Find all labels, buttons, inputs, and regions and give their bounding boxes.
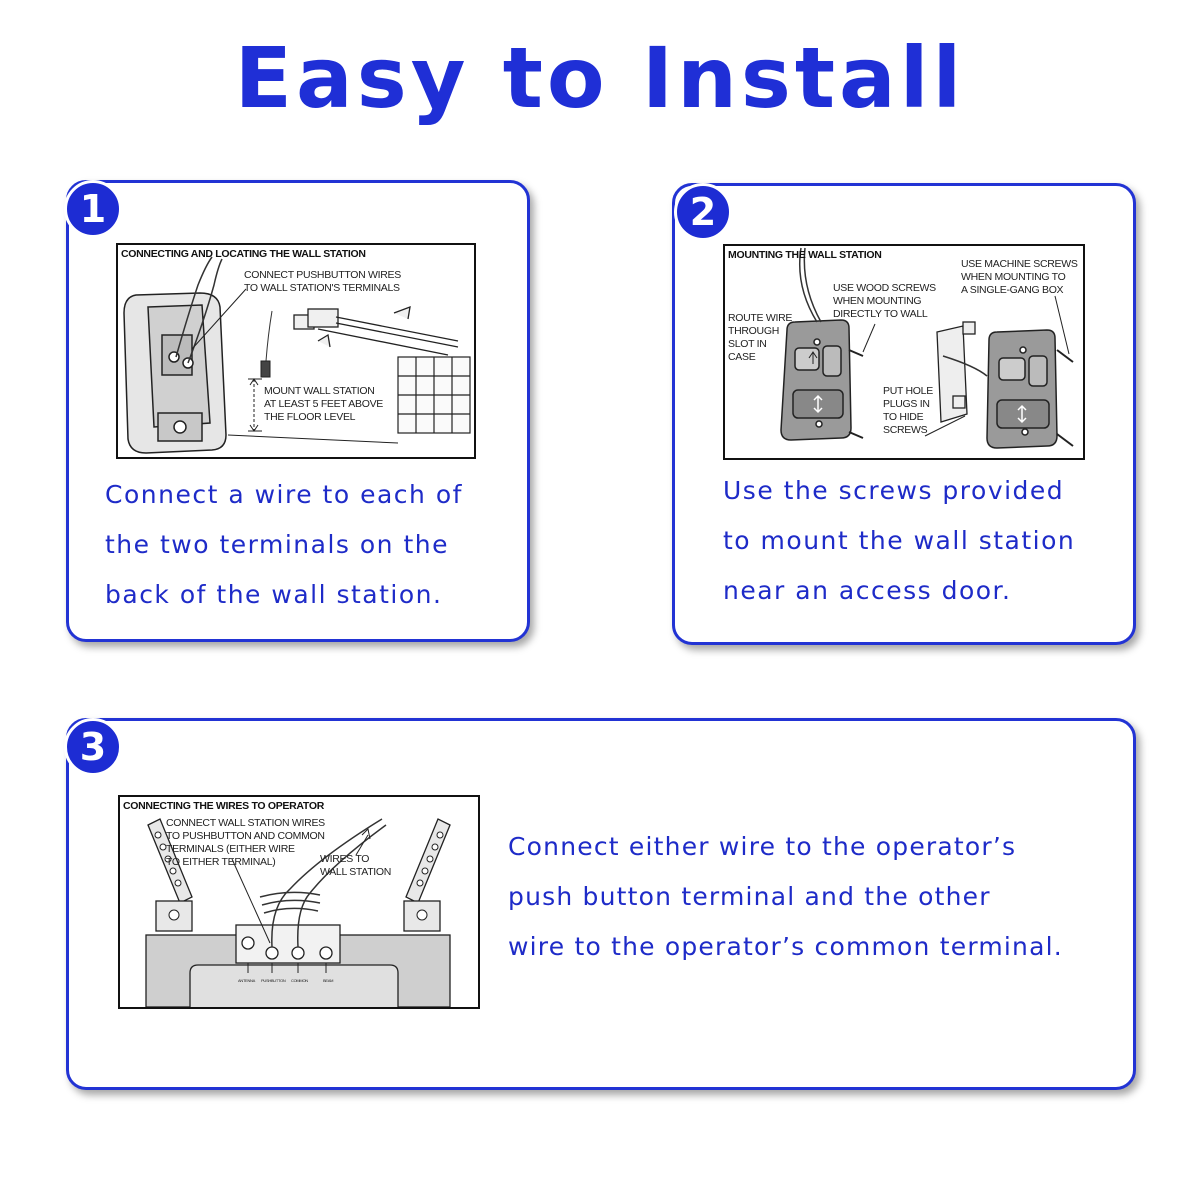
step-2-diagram-title: MOUNTING THE WALL STATION [728,249,882,261]
step-2-callout-wood-screws: USE WOOD SCREWS WHEN MOUNTING DIRECTLY T… [833,282,936,320]
terminal-label-pushbutton: PUSHBUTTON [261,978,286,983]
step-2-instructions: Use the screws provided to mount the wal… [723,476,1076,605]
step-3-diagram-title: CONNECTING THE WIRES TO OPERATOR [123,800,324,812]
operator-terminals-illustration [145,818,451,1007]
step-1-number-badge: 1 [64,180,122,238]
step-3-number-badge: 3 [64,718,122,776]
step-3-diagram: CONNECTING THE WIRES TO OPERATOR CONNECT… [118,795,480,1009]
step-3-instructions: Connect either wire to the operator’s pu… [508,832,1063,961]
step-1-diagram: CONNECTING AND LOCATING THE WALL STATION… [116,243,476,459]
step-2-callout-hole-plugs: PUT HOLE PLUGS IN TO HIDE SCREWS [883,385,933,436]
step-1-callout-wires: CONNECT PUSHBUTTON WIRES TO WALL STATION… [244,269,401,294]
step-1-callout-height: MOUNT WALL STATION AT LEAST 5 FEET ABOVE… [264,385,383,423]
step-3-callout-wires-to-station: WIRES TO WALL STATION [320,853,392,878]
terminal-label-beam: BEAM [323,978,334,983]
terminal-label-antenna: ANTENNA [238,978,256,983]
step-2-number-badge: 2 [674,183,732,241]
terminal-label-common: COMMON [291,978,308,983]
page-title: Easy to Install [234,29,966,127]
step-1-diagram-title: CONNECTING AND LOCATING THE WALL STATION [121,248,366,260]
wall-station-garage-illustration [123,256,471,454]
step-1-instructions: Connect a wire to each of the two termin… [105,480,463,609]
step-3-callout-connect-wires: CONNECT WALL STATION WIRES TO PUSHBUTTON… [166,817,325,868]
wall-station-mounting-illustration [780,247,1074,449]
step-2-callout-machine-screws: USE MACHINE SCREWS WHEN MOUNTING TO A SI… [961,258,1078,296]
step-2-diagram: MOUNTING THE WALL STATION ROUTE WIRE THR… [723,244,1085,460]
step-2-callout-route-wire: ROUTE WIRE THROUGH SLOT IN CASE [728,312,793,363]
